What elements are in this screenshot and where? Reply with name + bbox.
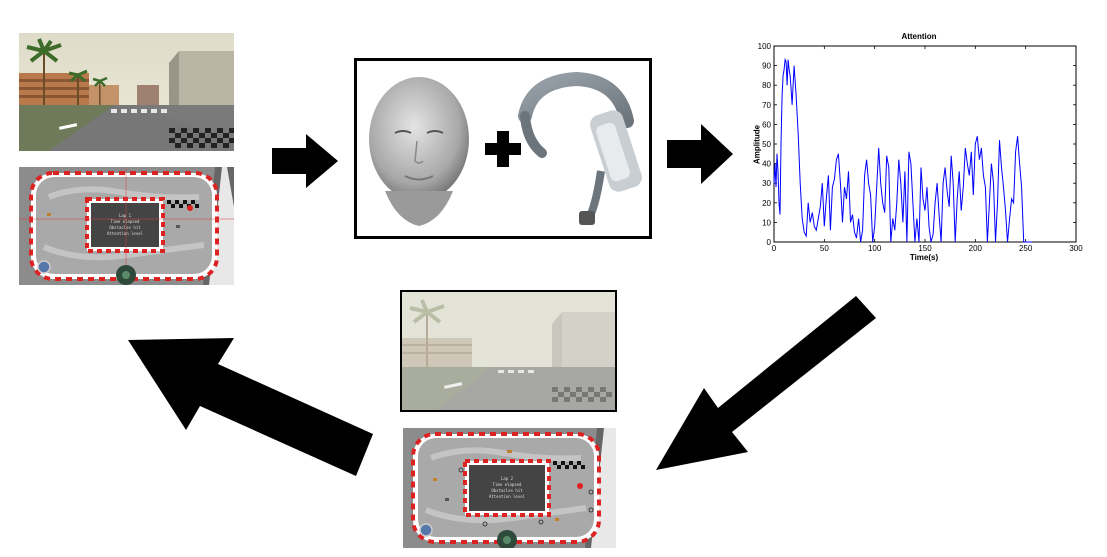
y-tick-label: 100 bbox=[758, 42, 772, 51]
arrow-down-left-icon bbox=[656, 296, 881, 474]
head-headset-box bbox=[354, 58, 652, 239]
arrow-up-left-icon bbox=[128, 334, 373, 476]
face-icon bbox=[369, 77, 469, 201]
road-scene-top bbox=[19, 33, 234, 151]
track-bottom-text-1: Lap 2 bbox=[500, 476, 514, 481]
x-tick-label: 0 bbox=[772, 244, 777, 253]
track-top-text-2: Time elapsed bbox=[110, 219, 140, 224]
y-tick-label: 50 bbox=[762, 140, 771, 149]
chart-ylabel: Amplitude bbox=[752, 124, 762, 165]
y-tick-label: 60 bbox=[762, 120, 771, 129]
x-tick-label: 50 bbox=[820, 244, 829, 253]
track-top-text-3: Obstacles hit bbox=[109, 225, 141, 230]
chart-title: Attention bbox=[901, 32, 937, 41]
x-tick-label: 100 bbox=[868, 244, 882, 253]
eeg-headset-icon bbox=[518, 71, 634, 128]
track-top-text-1: Lap 1 bbox=[118, 213, 132, 218]
track-map-bottom: Lap 2 Time elapsed Obstacles hit Attenti… bbox=[403, 428, 616, 548]
arrow-right-icon bbox=[667, 124, 733, 184]
road-scene-fog bbox=[400, 290, 617, 412]
attention-series-line bbox=[773, 57, 1032, 243]
arrow-right-icon bbox=[272, 134, 338, 188]
track-bottom-text-4: Attention level bbox=[488, 494, 526, 499]
track-top-text-4: Attention level bbox=[106, 231, 144, 236]
y-tick-label: 40 bbox=[762, 160, 771, 169]
x-tick-label: 200 bbox=[969, 244, 983, 253]
track-bottom-text-3: Obstacles hit bbox=[491, 488, 523, 493]
x-tick-label: 300 bbox=[1069, 244, 1083, 253]
track-map-top: Lap 1 Time elapsed Obstacles hit Attenti… bbox=[19, 167, 234, 285]
x-tick-label: 250 bbox=[1019, 244, 1033, 253]
y-tick-label: 20 bbox=[762, 199, 771, 208]
x-tick-label: 150 bbox=[918, 244, 932, 253]
y-tick-label: 0 bbox=[767, 238, 772, 247]
chart-xlabel: Time(s) bbox=[909, 253, 939, 262]
y-tick-label: 30 bbox=[762, 179, 771, 188]
y-tick-label: 10 bbox=[762, 218, 771, 227]
y-tick-label: 80 bbox=[762, 81, 771, 90]
track-bottom-text-2: Time elapsed bbox=[492, 482, 522, 487]
attention-chart: Attention 0 50 100 150 200 250 300 0 10 20 30 40 50 6… bbox=[744, 30, 1084, 270]
y-tick-label: 90 bbox=[762, 62, 771, 71]
y-tick-label: 70 bbox=[762, 101, 771, 110]
